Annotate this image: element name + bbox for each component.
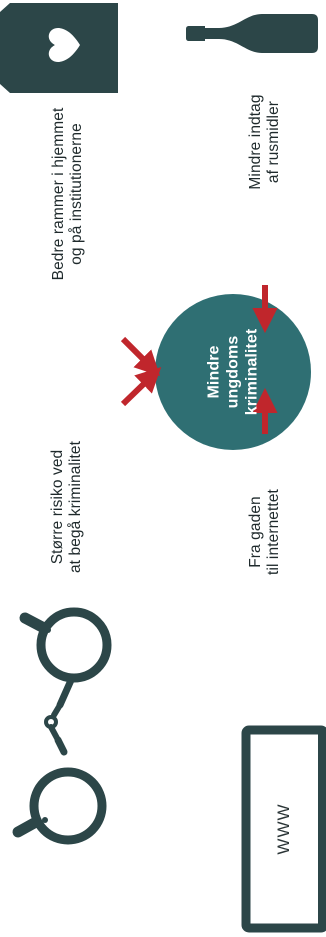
arrow-home [120, 336, 161, 377]
center-line-1: Mindre [205, 345, 223, 399]
arrow-risk [120, 366, 162, 407]
screen-www: WWW [274, 803, 293, 855]
label-internet-line-1: Fra gaden [247, 496, 264, 568]
center-line-3: kriminalitet [243, 328, 261, 416]
handcuffs-icon [12, 607, 112, 845]
center-line-2: ungdoms [224, 335, 242, 409]
label-substances-line-2: af rusmidler [265, 100, 282, 184]
label-substances-line-1: Mindre indtag [247, 94, 264, 190]
bottle-icon [186, 14, 318, 53]
computer-screen-icon [241, 725, 326, 933]
house-heart-icon [0, 3, 118, 93]
label-home-line-1: Bedre rammer i hjemmet [50, 107, 67, 281]
label-risk-line-2: at begå kriminalitet [67, 440, 84, 574]
label-risk-line-1: Større risiko ved [49, 449, 66, 565]
label-internet-line-2: til internettet [265, 489, 282, 575]
label-home-line-2: og på institutionerne [68, 123, 85, 265]
